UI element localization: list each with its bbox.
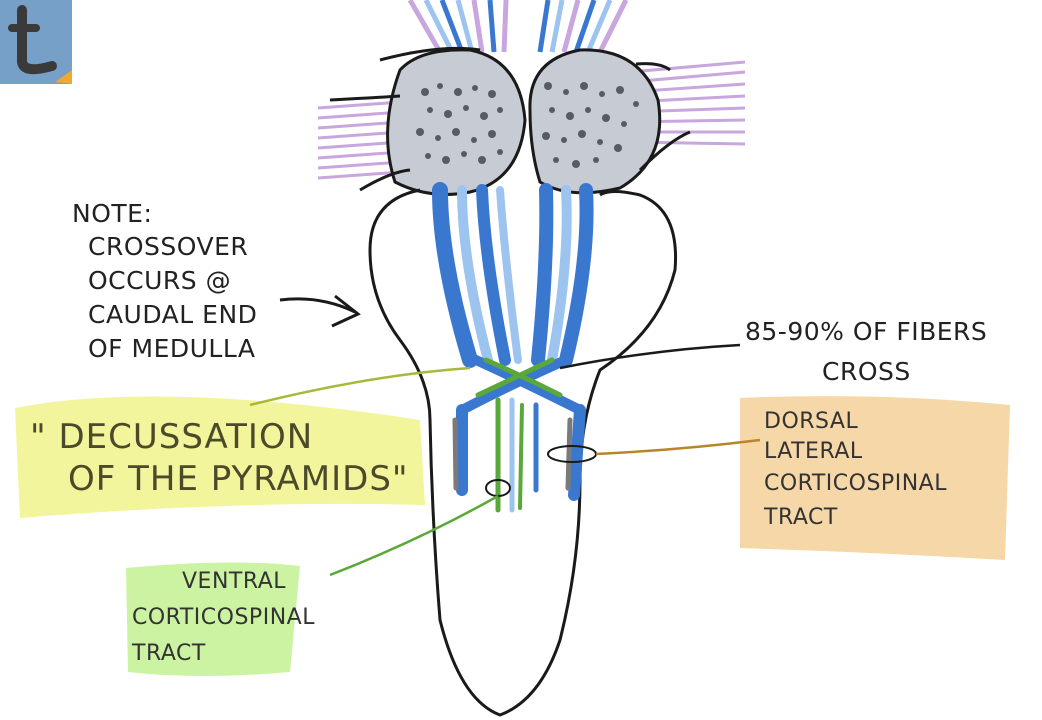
note-line-1: NOTE: xyxy=(72,199,152,228)
ventral-line-3: TRACT xyxy=(131,641,206,666)
dorsal-line-2: LATERAL xyxy=(764,439,863,464)
ventral-line-2: CORTICOSPINAL xyxy=(132,605,315,630)
app-logo-icon xyxy=(0,0,72,84)
dorsal-line-4: TRACT xyxy=(763,505,838,530)
percent-cross-label: 85-90% OF FIBERS CROSS xyxy=(745,317,987,386)
dorsal-line-3: CORTICOSPINAL xyxy=(764,471,947,496)
decussation-highlight xyxy=(15,396,425,518)
ventral-line-1: VENTRAL xyxy=(182,569,286,594)
decussation-line-1: " DECUSSATION xyxy=(30,417,313,457)
note-line-5: OF MEDULLA xyxy=(88,334,255,363)
percent-cross-line-1: 85-90% OF FIBERS xyxy=(745,317,987,346)
dorsal-line-1: DORSAL xyxy=(764,409,858,434)
percent-cross-line-2: CROSS xyxy=(822,357,911,386)
peduncle-fibers xyxy=(410,0,626,52)
note-line-3: OCCURS @ xyxy=(88,266,231,295)
decussation-line-2: OF THE PYRAMIDS" xyxy=(68,459,409,499)
note-line-4: CAUDAL END xyxy=(88,300,257,329)
note-label: NOTE: CROSSOVER OCCURS @ CAUDAL END OF M… xyxy=(72,199,257,363)
note-arrow-icon xyxy=(280,296,358,326)
note-line-2: CROSSOVER xyxy=(88,232,248,261)
